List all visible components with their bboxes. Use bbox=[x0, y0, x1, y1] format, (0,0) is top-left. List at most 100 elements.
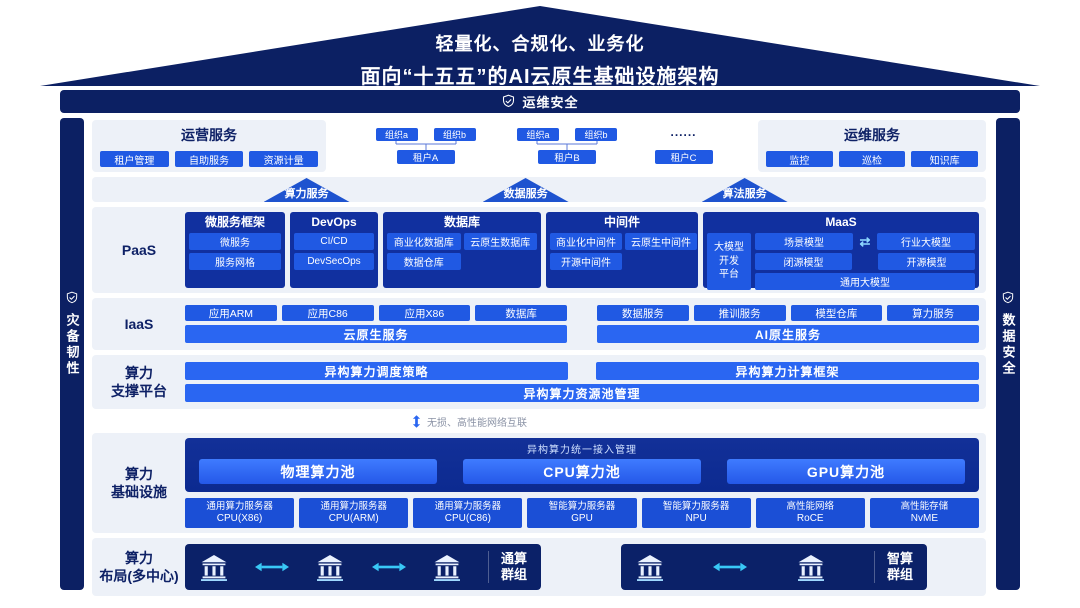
operation-services-buttons: 租户管理 自助服务 资源计量 bbox=[100, 151, 319, 167]
maintenance-services-panel: 运维服务 监控 巡检 知识库 bbox=[758, 120, 986, 172]
paas-groups: 微服务框架 微服务 服务网格 DevOps CI/CD DevSecOps 数据… bbox=[185, 212, 979, 290]
scene-model-item: 场景模型 bbox=[755, 233, 853, 250]
group-title: 数据库 bbox=[443, 215, 480, 229]
bidirectional-arrow-icon: ⇄ bbox=[859, 233, 871, 249]
roof-title-line1: 轻量化、合规化、业务化 bbox=[435, 34, 645, 54]
service-mesh-item: 服务网格 bbox=[189, 253, 281, 270]
ai-native-service-bar: AI原生服务 bbox=[597, 325, 979, 343]
computing-support-layer: 算力 支撑平台 异构算力调度策略 异构算力计算框架 异构算力资源池管理 bbox=[92, 355, 986, 409]
shield-check-icon bbox=[503, 94, 515, 108]
tenant-area: 组织a 组织b 租户A 组织a 组织b 租户 bbox=[334, 120, 750, 172]
datacenter-building-icon bbox=[433, 554, 460, 581]
database-item: 数据库 bbox=[475, 305, 567, 321]
general-group-label: 通算 群组 bbox=[487, 550, 527, 584]
commercial-db-item: 商业化数据库 bbox=[387, 233, 461, 250]
training-service-item: 推训服务 bbox=[693, 305, 786, 321]
ops-security-band: 运维安全 bbox=[60, 90, 1020, 113]
shield-icon bbox=[1002, 291, 1014, 304]
pillar-left-label: 灾备韧性 bbox=[64, 313, 80, 377]
tenant-management-button: 租户管理 bbox=[100, 151, 169, 167]
algorithm-service-arrow: 算法服务 bbox=[701, 178, 788, 202]
org-node: 组织a bbox=[375, 128, 418, 141]
open-model-item: 开源模型 bbox=[878, 253, 975, 270]
tenant-tree-a: 组织a 组织b 租户A bbox=[372, 128, 480, 164]
data-service-arrow: 数据服务 bbox=[482, 178, 569, 202]
network-note-label: 无损、高性能网络互联 bbox=[427, 417, 527, 429]
physical-pool: 物理算力池 bbox=[199, 459, 437, 484]
industry-model-item: 行业大模型 bbox=[877, 233, 975, 250]
app-arm-item: 应用ARM bbox=[185, 305, 277, 321]
bidirectional-arrow-icon bbox=[371, 562, 406, 572]
resource-metering-button: 资源计量 bbox=[249, 151, 319, 167]
infra-label: 算力 基础设施 bbox=[111, 465, 167, 500]
main-content: 运营服务 租户管理 自助服务 资源计量 组织a 组织b 租户A bbox=[92, 120, 986, 596]
roof-title-line2: 面向“十五五”的AI云原生基础设施架构 bbox=[360, 66, 720, 88]
roof-banner: 轻量化、合规化、业务化 面向“十五五”的AI云原生基础设施架构 bbox=[40, 6, 1040, 86]
devsecops-item: DevSecOps bbox=[294, 253, 374, 270]
paas-layer: PaaS 微服务框架 微服务 服务网格 DevOps CI/CD DevSecO… bbox=[92, 207, 986, 293]
scheduling-strategy-bar: 异构算力调度策略 bbox=[185, 362, 568, 380]
maintenance-services-buttons: 监控 巡检 知识库 bbox=[766, 151, 979, 167]
datacenter-building-icon bbox=[797, 554, 824, 581]
top-services-row: 运营服务 租户管理 自助服务 资源计量 组织a 组织b 租户A bbox=[92, 120, 986, 172]
cpu-pool: CPU算力池 bbox=[463, 459, 701, 484]
arrow-label: 算法服务 bbox=[722, 188, 767, 200]
tenant-node: 租户B bbox=[538, 150, 596, 164]
microservice-framework-group: 微服务框架 微服务 服务网格 bbox=[185, 212, 285, 288]
group-title: 中间件 bbox=[603, 215, 640, 229]
cloudnative-service-bar: 云原生服务 bbox=[185, 325, 567, 343]
data-warehouse-item: 数据仓库 bbox=[387, 253, 461, 270]
computing-layout-layer: 算力 布局(多中心) bbox=[92, 538, 986, 596]
pillar-right-label: 数据安全 bbox=[1000, 313, 1016, 377]
org-row: 组织a 组织b bbox=[375, 128, 476, 141]
unified-access-box: 异构算力统一接入管理 物理算力池 CPU算力池 GPU算力池 bbox=[185, 438, 979, 492]
network-note-row: 无损、高性能网络互联 bbox=[92, 414, 986, 429]
datacenter-building-icon bbox=[317, 554, 344, 581]
group-title: 微服务框架 bbox=[204, 215, 265, 229]
arrow-label: 数据服务 bbox=[503, 188, 548, 200]
cloudnative-services-block: 应用ARM 应用C86 应用X86 数据库 云原生服务 bbox=[185, 303, 567, 345]
pillar-disaster-resilience: 灾备韧性 bbox=[60, 118, 84, 590]
cloudnative-middleware-item: 云原生中间件 bbox=[625, 233, 697, 250]
app-c86-item: 应用C86 bbox=[281, 305, 374, 321]
group-title: DevOps bbox=[311, 215, 357, 229]
bidirectional-arrow-icon bbox=[255, 562, 290, 572]
llm-dev-platform: 大模型 开发 平台 bbox=[707, 233, 751, 290]
support-label: 算力 支撑平台 bbox=[111, 364, 167, 399]
group-title: MaaS bbox=[825, 215, 857, 229]
org-node: 组织a bbox=[517, 128, 559, 141]
knowledge-base-button: 知识库 bbox=[911, 151, 979, 167]
general-computing-group: 通算 群组 bbox=[185, 544, 541, 590]
cicd-item: CI/CD bbox=[294, 233, 374, 250]
operation-services-panel: 运营服务 租户管理 自助服务 资源计量 bbox=[92, 120, 326, 172]
paas-label: PaaS bbox=[121, 241, 157, 258]
computing-framework-bar: 异构算力计算框架 bbox=[596, 362, 979, 380]
computing-service-item: 算力服务 bbox=[887, 305, 979, 321]
tenant-node: 租户C bbox=[654, 150, 713, 164]
updown-arrow-icon bbox=[412, 414, 421, 428]
model-repo-item: 模型仓库 bbox=[790, 305, 883, 321]
general-model-item: 通用大模型 bbox=[755, 273, 975, 290]
microservice-item: 微服务 bbox=[189, 233, 281, 250]
tenant-tree-c: ...... 租户C bbox=[654, 126, 713, 164]
pillar-data-security: 数据安全 bbox=[996, 118, 1020, 590]
app-x86-item: 应用X86 bbox=[378, 305, 471, 321]
monitoring-button: 监控 bbox=[766, 151, 833, 167]
computing-service-arrow: 算力服务 bbox=[263, 178, 350, 202]
org-row: 组织a 组织b bbox=[517, 128, 617, 141]
gpu-pool: GPU算力池 bbox=[727, 459, 965, 484]
operation-services-title: 运营服务 bbox=[181, 127, 237, 143]
tenant-connector bbox=[395, 141, 456, 150]
datacenter-building-icon bbox=[201, 554, 227, 581]
devops-group: DevOps CI/CD DevSecOps bbox=[290, 212, 378, 288]
opensource-middleware-item: 开源中间件 bbox=[550, 253, 622, 270]
service-arrow-strip: 算力服务 数据服务 算法服务 bbox=[92, 177, 986, 202]
tenant-tree-b: 组织a 组织b 租户B bbox=[513, 128, 621, 164]
